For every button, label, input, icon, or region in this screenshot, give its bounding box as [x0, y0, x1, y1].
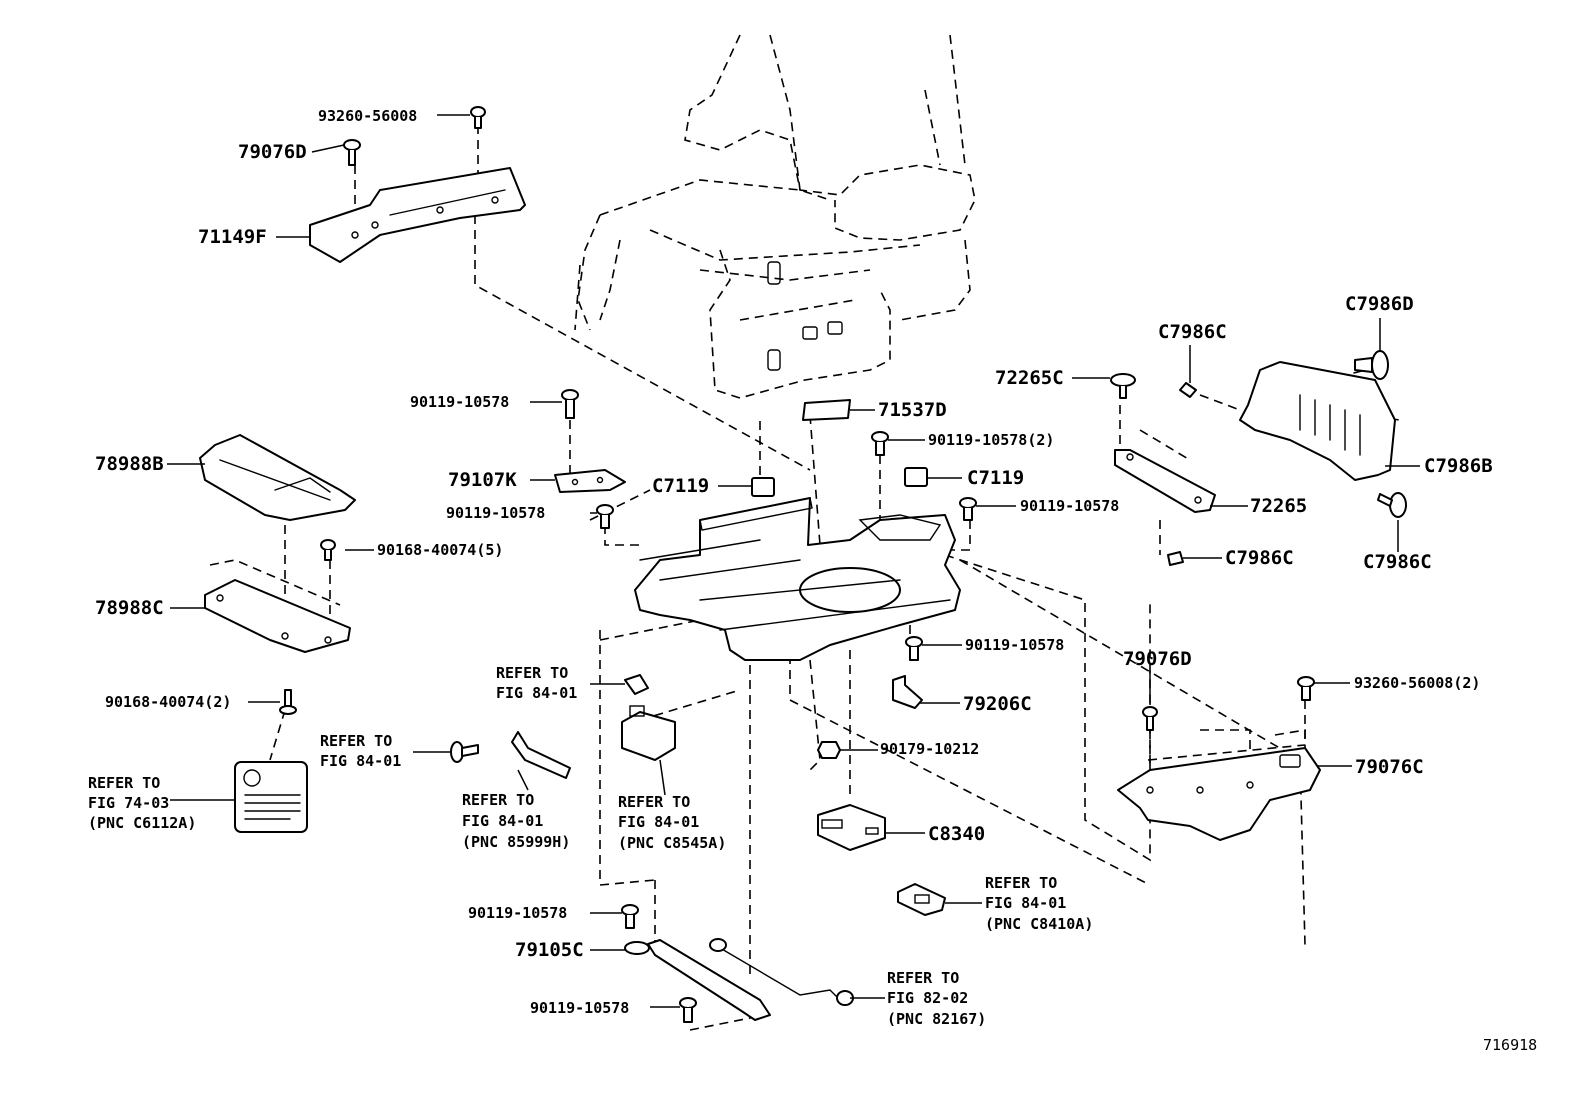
ref-fig82-02-82167: REFER TO FIG 82-02 (PNC 82167): [887, 969, 986, 1028]
callout-C8340: C8340: [928, 823, 985, 845]
callout-93260-56008-top: 93260-56008: [318, 107, 417, 125]
connector-c7119-right: [904, 467, 928, 487]
callout-90119-10578-e: 90119-10578: [468, 904, 567, 922]
bolt-fig84-01: [450, 741, 479, 763]
bolt-90119-10578-f: [679, 997, 697, 1023]
bolt-90119-10578-d: [905, 636, 923, 661]
callout-79076D-right: 79076D: [1123, 648, 1192, 670]
module-C8410A-shape: [897, 883, 946, 916]
callout-90119-10578-2: 90119-10578(2): [928, 431, 1054, 449]
callout-72265C: 72265C: [995, 367, 1064, 389]
callout-71537D: 71537D: [878, 399, 947, 421]
module-C8545A-shape: [621, 705, 676, 761]
clip-C7986C-right: [1377, 492, 1407, 518]
callout-90119-10578-d: 90119-10578: [965, 636, 1064, 654]
ref-fig84-01-85999H: REFER TO FIG 84-01 (PNC 85999H): [462, 791, 570, 851]
part-72265-shape: [1114, 449, 1216, 513]
figure-number: 716918: [1483, 1036, 1537, 1054]
callout-C7986B: C7986B: [1424, 455, 1493, 477]
seat-outline: [574, 34, 976, 399]
callout-79105C: 79105C: [515, 939, 584, 961]
callout-C7986C-right: C7986C: [1363, 551, 1432, 573]
clip-fig84-01: [624, 674, 649, 695]
callout-90119-10578-a: 90119-10578: [410, 393, 509, 411]
nut-90179-10212: [817, 741, 841, 759]
part-72265C-clip: [1110, 373, 1136, 399]
bolt-90119-10578-b: [596, 504, 614, 529]
ref-fig84-01-C8410A: REFER TO FIG 84-01 (PNC C8410A): [985, 874, 1093, 933]
callout-C7119-left: C7119: [652, 475, 709, 497]
callout-79076C: 79076C: [1355, 756, 1424, 778]
connector-c7119-left: [751, 477, 775, 497]
screw-90168-40074-bottom: [279, 689, 297, 715]
rivet-79076D-right: [1142, 706, 1158, 731]
callout-79206C: 79206C: [963, 693, 1032, 715]
clip-C7986D: [1354, 350, 1389, 380]
screw-93260-56008-right: [1297, 676, 1315, 701]
leader-lines: [167, 114, 1420, 1008]
bracket-79107K-shape: [554, 469, 626, 493]
callout-78988C: 78988C: [95, 597, 164, 619]
screw-93260-56008-top: [470, 106, 486, 129]
callout-C7119-right: C7119: [967, 467, 1024, 489]
pad-71537D-shape: [802, 399, 851, 421]
callout-90119-10578-f: 90119-10578: [530, 999, 629, 1017]
part-78988B-shape: [199, 434, 356, 521]
bracket-79105C-shape: [624, 938, 854, 1021]
callout-90179-10212: 90179-10212: [880, 740, 979, 758]
callout-labels: 93260-56008 79076D 71149F 78988B 90168-4…: [95, 107, 1493, 1017]
part-78988C-shape: [204, 559, 351, 653]
label-plate-c6112a: [234, 761, 308, 833]
ref-fig84-01-bolt: REFER TO FIG 84-01: [320, 732, 401, 770]
bracket-85999H-shape: [511, 731, 571, 779]
module-C8340-shape: [817, 804, 886, 851]
callout-90119-10578-c: 90119-10578: [1020, 497, 1119, 515]
rivet-79076D-top: [343, 139, 361, 166]
callout-90168-40074-2: 90168-40074(2): [105, 693, 231, 711]
ref-fig84-01-clip: REFER TO FIG 84-01: [496, 664, 577, 702]
callout-C7986D: C7986D: [1345, 293, 1414, 315]
bolt-90119-10578-2: [871, 431, 889, 456]
callout-79076D-top: 79076D: [238, 141, 307, 163]
callout-78988B: 78988B: [95, 453, 164, 475]
cover-C7986B-shape: [1239, 361, 1396, 481]
seat-frame: [634, 497, 961, 661]
bolt-90119-10578-e: [621, 904, 639, 929]
callout-90119-10578-b: 90119-10578: [446, 504, 545, 522]
reference-notes: REFER TO FIG 74-03 (PNC C6112A) REFER TO…: [88, 664, 1093, 1028]
clip-C7986C-mid: [1167, 551, 1184, 566]
bolt-90119-10578-c: [959, 497, 977, 521]
part-71149F-shape: [309, 167, 526, 263]
ref-fig84-01-C8545A: REFER TO FIG 84-01 (PNC C8545A): [618, 793, 726, 852]
bracket-79206C-shape: [892, 675, 923, 709]
callout-93260-56008-2: 93260-56008(2): [1354, 674, 1480, 692]
clip-C7986C-top: [1179, 382, 1197, 398]
callout-72265: 72265: [1250, 495, 1307, 517]
bolt-90119-10578-a: [561, 389, 579, 419]
ref-fig74-03: REFER TO FIG 74-03 (PNC C6112A): [88, 774, 196, 832]
callout-C7986C-mid: C7986C: [1225, 547, 1294, 569]
cover-79076C-shape: [1117, 744, 1321, 841]
callout-79107K: 79107K: [448, 469, 517, 491]
callout-90168-40074-5: 90168-40074(5): [377, 541, 503, 559]
callout-C7986C-top: C7986C: [1158, 321, 1227, 343]
callout-71149F: 71149F: [198, 226, 267, 248]
screw-90168-40074-top: [320, 539, 336, 561]
